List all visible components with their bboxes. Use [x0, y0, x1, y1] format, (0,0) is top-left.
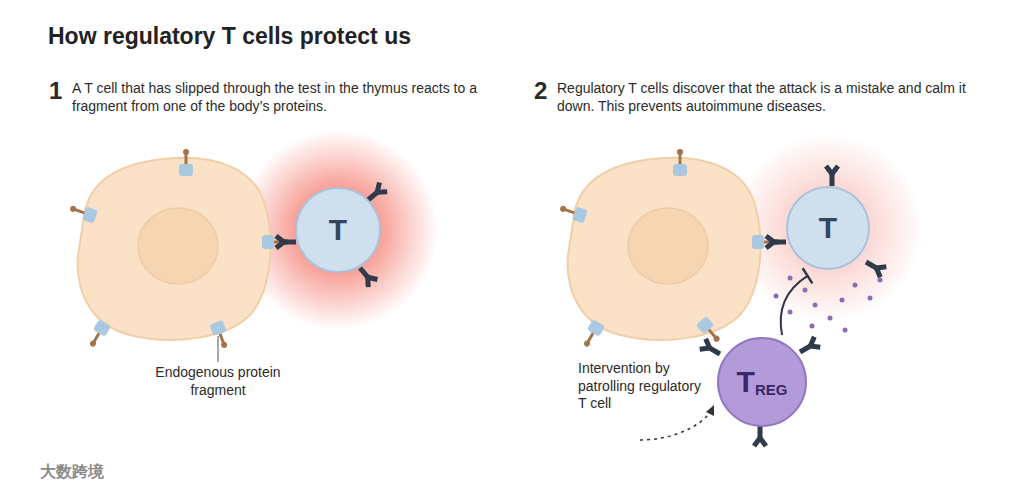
step-text: Regulatory T cells discover that the att… [557, 80, 987, 115]
inhibition-connector [781, 268, 813, 335]
title: How regulatory T cells protect us [48, 22, 411, 51]
watermark: 大数跨境 [40, 462, 104, 482]
callout-number: 1 [49, 76, 62, 106]
part-label: Intervention by patrolling regulatory T … [578, 360, 708, 413]
regulatory-t-cell: TREG [717, 337, 807, 427]
t-cell: T [295, 187, 381, 273]
step-text: A T cell that has slipped through the te… [72, 80, 482, 115]
cell-letter: T [329, 213, 347, 247]
t-cell: T [786, 186, 870, 270]
callout-number: 2 [534, 76, 547, 106]
cell-letter: T [737, 365, 755, 399]
cell-letter: T [819, 211, 837, 245]
part-label: Endogenous protein fragment [148, 364, 288, 399]
cell-subscript: REG [755, 381, 788, 398]
